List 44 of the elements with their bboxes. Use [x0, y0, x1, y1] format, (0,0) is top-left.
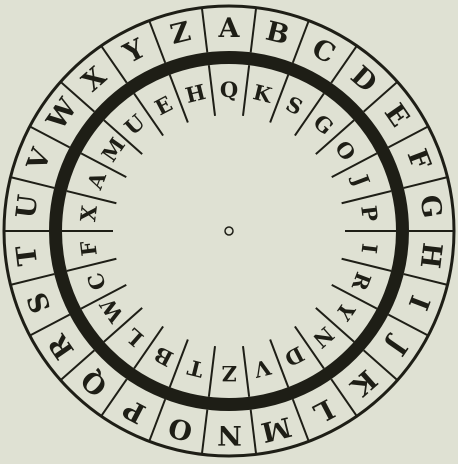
cipher-letter: F: [76, 238, 100, 260]
cipher-letter: V: [251, 356, 275, 382]
cipher-letter: P: [358, 204, 382, 226]
cipher-letter: N: [216, 420, 242, 448]
cipher-letter: R: [43, 328, 81, 366]
cipher-letter: X: [76, 203, 100, 226]
cipher-letter: S: [22, 287, 57, 320]
cipher-letter: V: [22, 142, 57, 176]
cipher-letter: G: [415, 192, 446, 222]
cipher-letter: C: [82, 268, 110, 295]
cipher-letter: F: [401, 144, 436, 176]
cipher-letter: H: [182, 80, 208, 106]
cipher-letter: H: [415, 240, 446, 270]
cipher-letter: T: [12, 242, 42, 270]
cipher-letter: Q: [218, 78, 240, 100]
cipher-letter: A: [82, 168, 110, 194]
cipher-letter: D: [280, 342, 310, 371]
cipher-letter: T: [183, 356, 207, 382]
cipher-letter: X: [75, 60, 114, 98]
cipher-letter: U: [12, 192, 42, 222]
cipher-letter: K: [344, 364, 383, 402]
cipher-letter: E: [149, 91, 177, 120]
cipher-letter: S: [281, 91, 308, 120]
cipher-letter: K: [250, 80, 276, 106]
cipher-letter: B: [262, 18, 294, 50]
cipher-letter: Q: [75, 364, 114, 402]
cipher-letter: C: [306, 33, 342, 70]
cipher-letter: Y: [118, 33, 152, 70]
cipher-letter: M: [261, 412, 294, 444]
cipher-letter: J: [378, 331, 414, 362]
cipher-letter: J: [348, 170, 376, 192]
cipher-letter: L: [306, 392, 340, 429]
cipher-letter: Z: [166, 18, 195, 50]
cipher-letter: Z: [220, 362, 238, 384]
cipher-letter: I: [401, 290, 436, 316]
cipher-letter: I: [358, 240, 382, 256]
cipher-letter: W: [43, 96, 81, 134]
cipher-letter: R: [348, 268, 376, 295]
cipher-letter: P: [117, 392, 152, 429]
cipher-letter: E: [377, 97, 415, 134]
cipher-letter: B: [148, 342, 178, 371]
cipher-letter: A: [217, 14, 241, 42]
cipher-letter: D: [344, 60, 383, 98]
cipher-letter: O: [164, 412, 197, 444]
